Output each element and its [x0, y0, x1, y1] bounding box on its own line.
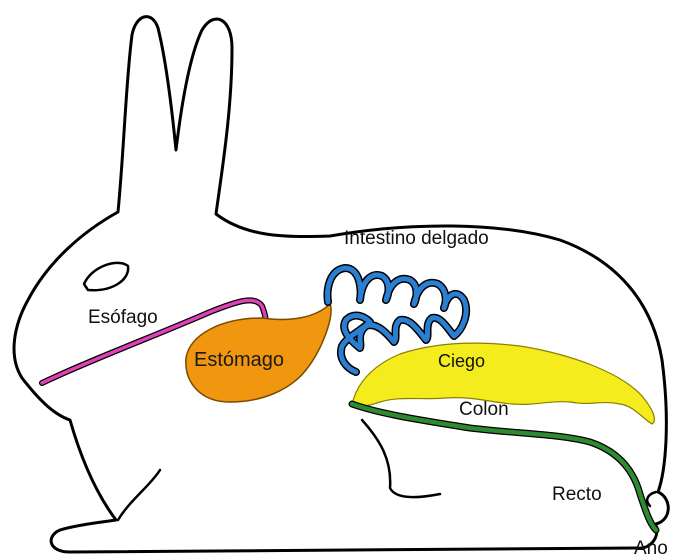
- rabbit-body-outline: [14, 17, 668, 552]
- rabbit-outline: [14, 17, 668, 552]
- label-ciego: Ciego: [438, 351, 485, 371]
- colon-rectum-fill: [352, 404, 656, 530]
- label-estomago: Estómago: [194, 349, 284, 371]
- tail-outline: [647, 492, 656, 506]
- colon-rectum-outline: [352, 404, 656, 530]
- label-colon: Colon: [459, 399, 509, 420]
- label-recto: Recto: [552, 484, 602, 505]
- label-esofago: Esófago: [88, 307, 158, 328]
- front-leg-outline: [118, 470, 160, 520]
- label-intestino-delgado: Intestino delgado: [344, 228, 489, 249]
- label-ano: Ano: [634, 538, 668, 557]
- hind-leg-outline: [362, 420, 440, 497]
- eye-outline: [84, 263, 128, 290]
